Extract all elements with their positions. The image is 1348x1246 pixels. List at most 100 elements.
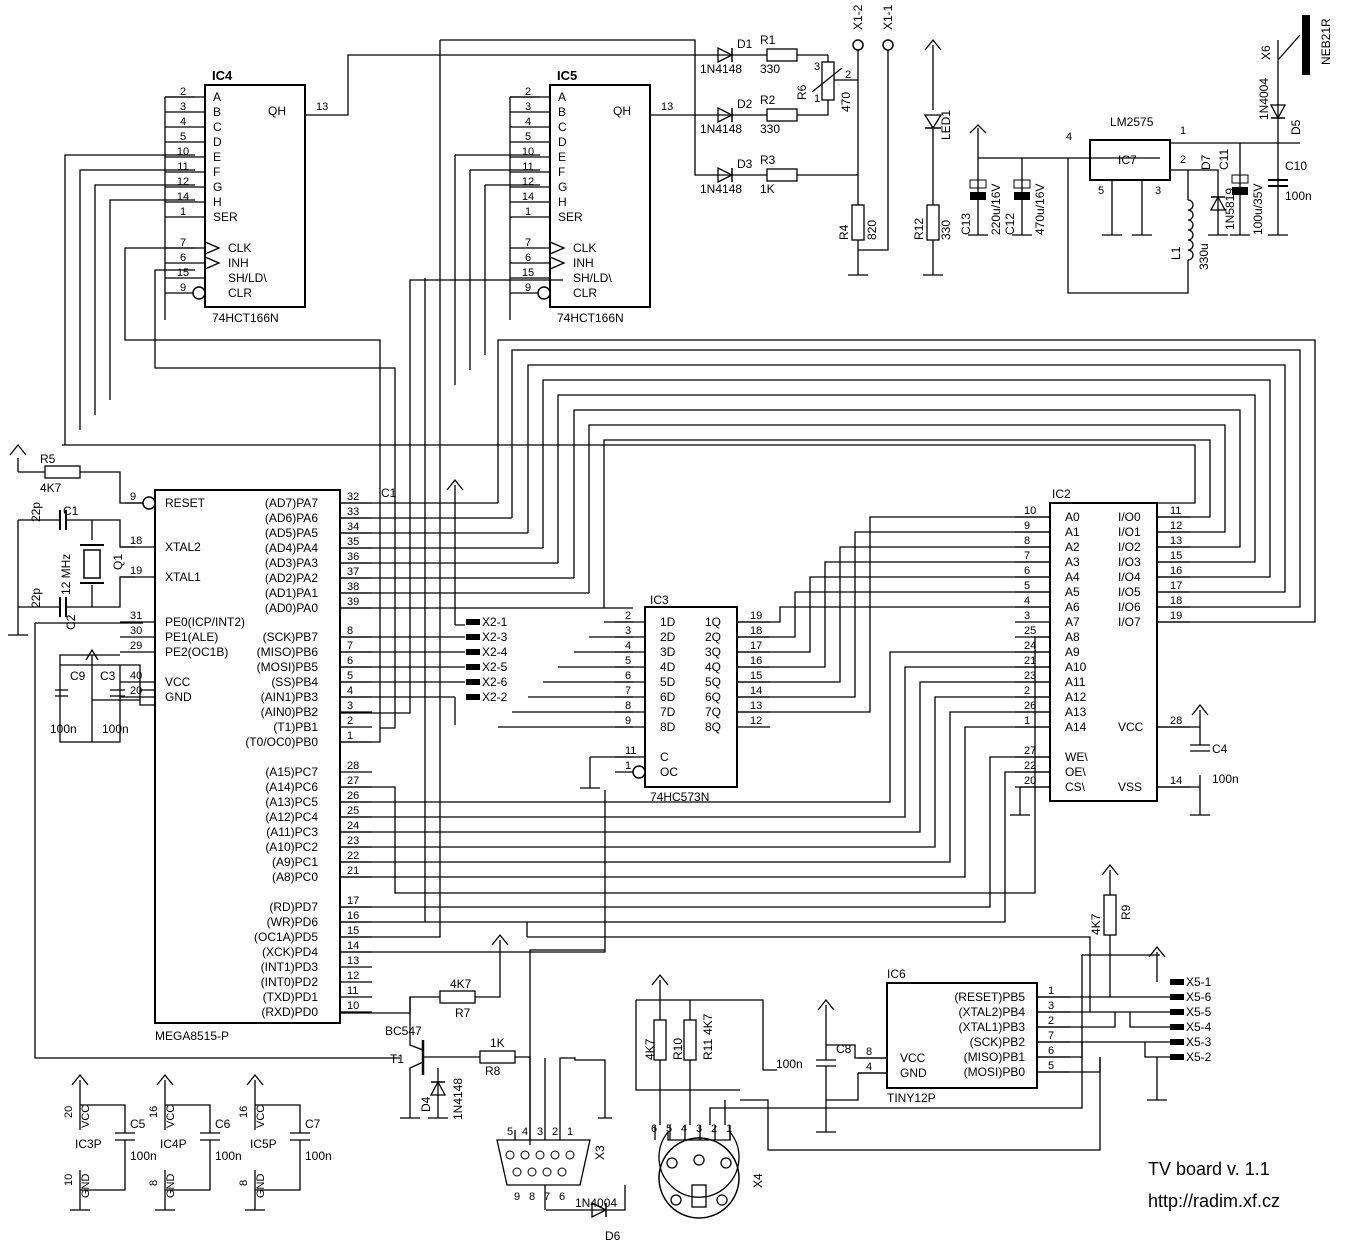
bypass-cap-wire — [70, 1073, 135, 1211]
d7-ref: D7 — [1199, 154, 1213, 170]
mega-right-pin-num: 1 — [347, 730, 353, 742]
mega-right-pin-num: 14 — [347, 940, 359, 952]
mega-left-pin-num: 30 — [130, 625, 142, 637]
ic4-pin-num: 10 — [177, 146, 189, 158]
ic4-pin-label: C — [213, 120, 222, 134]
mega-right-pin-label: (A14)PC6 — [265, 780, 318, 794]
r11-ref: R11 — [701, 1039, 715, 1060]
mega-left-pin-num: 19 — [130, 565, 142, 577]
x2-pin-label: X2-5 — [482, 660, 508, 674]
x2-pin-label: X2-1 — [482, 615, 508, 629]
bypass-ic-label: IC4P — [160, 1137, 187, 1151]
ic5-qh-num: 13 — [661, 101, 673, 113]
ic3-right-pin-label: 6Q — [705, 690, 721, 704]
ic2-left-pin-num: 21 — [1024, 655, 1036, 667]
x3-pin-hole — [557, 1167, 567, 1177]
ic3-left-pin-num: 6 — [625, 670, 631, 682]
x3-pin-hole — [505, 1150, 515, 1160]
x2-pin-mark — [466, 619, 480, 625]
mega-right-pin-num: 10 — [347, 1000, 359, 1012]
bypass-cap-ref: C7 — [305, 1117, 321, 1131]
r1-body — [766, 48, 798, 62]
ic4-pin-num: 4 — [180, 116, 186, 128]
mega-right-pin-label: (AIN1)PB3 — [261, 690, 319, 704]
ic4-pin-num: 15 — [177, 267, 189, 279]
c12-value: 470u/16V — [1033, 184, 1047, 235]
x3-pin-hole — [565, 1150, 575, 1160]
mega-body — [154, 489, 341, 1024]
ic7-pin5: 5 — [1098, 185, 1104, 197]
c13-value: 220u/16V — [989, 184, 1003, 235]
ic4-pin-num: 7 — [180, 237, 186, 249]
board-title: TV board v. 1.1 — [1148, 1159, 1270, 1179]
c9-value: 100n — [50, 722, 77, 736]
mega-right-pin-num: 3 — [347, 700, 353, 712]
x3-pin-hole — [520, 1150, 530, 1160]
ic4-pin-label: B — [213, 105, 221, 119]
ic2-left-pin-label: A3 — [1065, 555, 1080, 569]
r10-value: 4K7 — [643, 1038, 657, 1060]
c8-value: 100n — [776, 1057, 803, 1071]
ic2-right-pin-label: I/O5 — [1118, 585, 1141, 599]
ic4-pin-num: 3 — [180, 101, 186, 113]
ic3-right-pin-num: 13 — [750, 700, 762, 712]
ic2-right-pin-num: 12 — [1170, 520, 1182, 532]
d2-ref: D2 — [737, 97, 753, 111]
x5-pin-label: X5-2 — [1186, 1050, 1212, 1064]
x3-pin-num: 3 — [537, 1126, 543, 1138]
ic3-left-pin-label: 3D — [660, 645, 676, 659]
ic2-right-pin-num: 16 — [1170, 565, 1182, 577]
ic2-right-pin-label: I/O7 — [1118, 615, 1141, 629]
ic5-pin-num: 12 — [522, 176, 534, 188]
transistor-stage: 4K7 R7 BC547 T1 1K R8 D4 1N4148 — [340, 933, 531, 1145]
bypass-ic-label: IC3P — [75, 1137, 102, 1151]
ic6-part: TINY12P — [887, 1091, 936, 1105]
mega-right-pin-label: (AD5)PA5 — [265, 526, 318, 540]
c11-ref: C11 — [1217, 149, 1231, 170]
ic5-inh-mark — [549, 256, 566, 270]
mega-right-pin-num: 11 — [347, 985, 358, 997]
bypass-gnd-label: GND — [80, 1174, 92, 1199]
mega-right-pin-num: 36 — [347, 551, 359, 563]
x1-2-label: X1-2 — [851, 4, 865, 30]
mega-right-pin-num: 17 — [347, 895, 359, 907]
c2-ref: C2 — [64, 614, 78, 630]
r9-value: 4K7 — [1089, 913, 1103, 935]
x5-pin-mark — [1170, 1024, 1184, 1030]
ic2-name: IC2 — [1052, 487, 1071, 501]
ic3-left-pin-num: 11 — [625, 745, 636, 757]
mega-right-pin-label: (SCK)PB7 — [263, 630, 319, 644]
ic4-pin-label: SH/LD\ — [228, 271, 267, 285]
ic5-pin-num: 14 — [522, 191, 534, 203]
x2-pin-label: X2-4 — [482, 645, 508, 659]
ic2-right-pin-label: I/O3 — [1118, 555, 1141, 569]
r4-value: 820 — [865, 220, 879, 240]
ic2-right-pin-label: I/O0 — [1118, 510, 1141, 524]
r3-body — [766, 168, 798, 182]
mega-right-pin-num: 33 — [347, 506, 359, 518]
mega-left-pin-label: PE1(ALE) — [165, 630, 218, 644]
bypass-cap-wire — [245, 1073, 310, 1211]
ic2-left-pin-label: A9 — [1065, 645, 1080, 659]
d4-ref: D4 — [419, 1096, 433, 1112]
ic5-clk-mark — [549, 241, 566, 255]
ic5-pin-num: 11 — [522, 161, 533, 173]
bus-wiring — [62, 40, 1316, 953]
bypass-gnd-pin: 10 — [63, 1174, 75, 1186]
r6-pin1: 1 — [814, 93, 820, 105]
mega-right-pin-label: (AD2)PA2 — [265, 571, 318, 585]
ic3-left-pin-num: 5 — [625, 655, 631, 667]
ic3-right-pin-num: 19 — [750, 610, 762, 622]
r6-pin2: 2 — [845, 69, 851, 81]
ic2-right-pin-num: 28 — [1170, 715, 1182, 727]
mega-right-pin-num: 32 — [347, 491, 359, 503]
mega-right-pin-label: (INT0)PD2 — [261, 975, 319, 989]
mega-right-pin-label: (AD0)PA0 — [265, 601, 318, 615]
ic2-left-pin-num: 7 — [1024, 550, 1030, 562]
ic6-right-pin-label: (XTAL1)PB3 — [959, 1020, 1026, 1034]
ic2-right-pin-num: 19 — [1170, 610, 1182, 622]
d5-ref: D5 — [1289, 119, 1303, 135]
ic2-left-pin-num: 20 — [1024, 775, 1036, 787]
ic6-left-pin-num: 8 — [866, 1046, 872, 1058]
